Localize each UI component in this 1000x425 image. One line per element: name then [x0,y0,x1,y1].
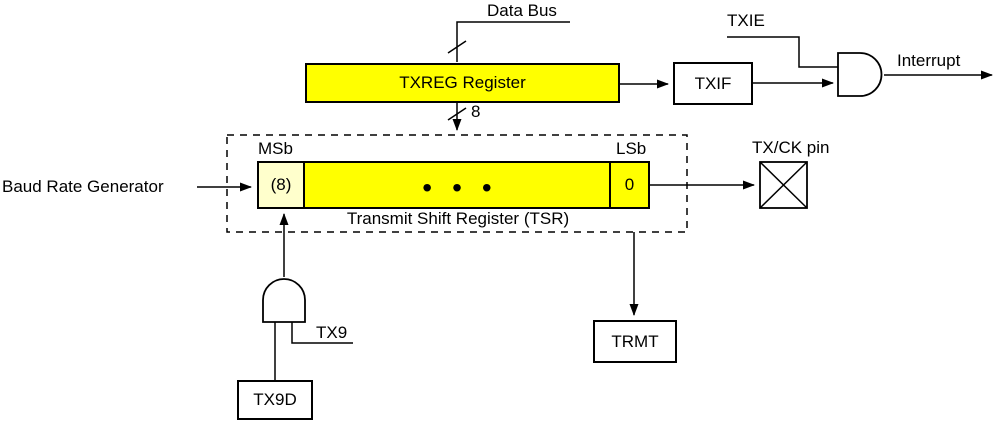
txreg-register-label: TXREG Register [399,73,526,92]
txif-label: TXIF [694,73,732,93]
tsr-dashed-outline [226,134,688,233]
msb-label: MSb [258,139,293,158]
tsr-dots: ••• [422,172,512,203]
tsr-lsb-cell: 0 [611,163,648,207]
interrupt-and-gate-icon [837,52,883,97]
tsr-shift-cell: ••• [305,163,611,207]
tsr-lsb-cell-value: 0 [624,175,635,194]
trmt-block: TRMT [593,320,677,363]
txreg-register-block: TXREG Register [305,63,620,103]
pin-box-icon [759,161,808,209]
trmt-label: TRMT [611,331,659,351]
tx9d-block: TX9D [237,380,313,420]
bus-width-label: 8 [471,102,481,121]
lsb-label: LSb [616,139,647,158]
baud-rate-generator-label: Baud Rate Generator [2,177,164,196]
data-bus-wire [456,21,570,62]
tsr-caption: Transmit Shift Register (TSR) [346,209,570,228]
tsr-register-bar: (8) ••• 0 [257,161,650,209]
tx-ck-pin-label: TX/CK pin [752,138,830,157]
tx9-and-gate-icon [262,278,306,323]
data-bus-label: Data Bus [487,1,557,20]
txie-label: TXIE [727,11,765,30]
bus-width-slash-top-icon [447,40,467,54]
tsr-msb-cell: (8) [259,163,305,207]
tx9-wire [291,322,353,344]
txie-wire [727,36,838,68]
interrupt-label: Interrupt [897,51,961,70]
tx9-label: TX9 [316,323,348,342]
tsr-msb-cell-value: (8) [270,175,292,194]
bus-width-slash-bottom-icon [447,107,467,121]
tx9d-label: TX9D [253,390,297,409]
txif-block: TXIF [673,62,753,105]
